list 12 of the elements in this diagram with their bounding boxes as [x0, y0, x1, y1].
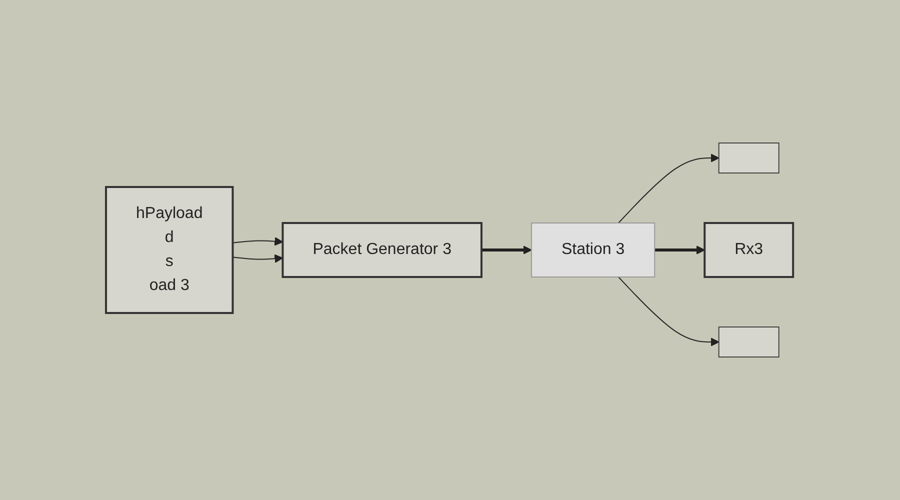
node-box: Packet Generator 3 [282, 222, 483, 278]
node-box: Rx3 [704, 222, 795, 278]
arrow [232, 236, 284, 246]
arrow [655, 246, 706, 254]
node-box [718, 142, 780, 174]
node-box [718, 326, 780, 358]
node-box: hPayload d s oad 3 [105, 186, 234, 314]
arrow [232, 254, 284, 264]
arrow [482, 246, 532, 254]
arrow [618, 276, 720, 346]
arrow [618, 154, 720, 224]
node-box: Station 3 [531, 222, 656, 278]
